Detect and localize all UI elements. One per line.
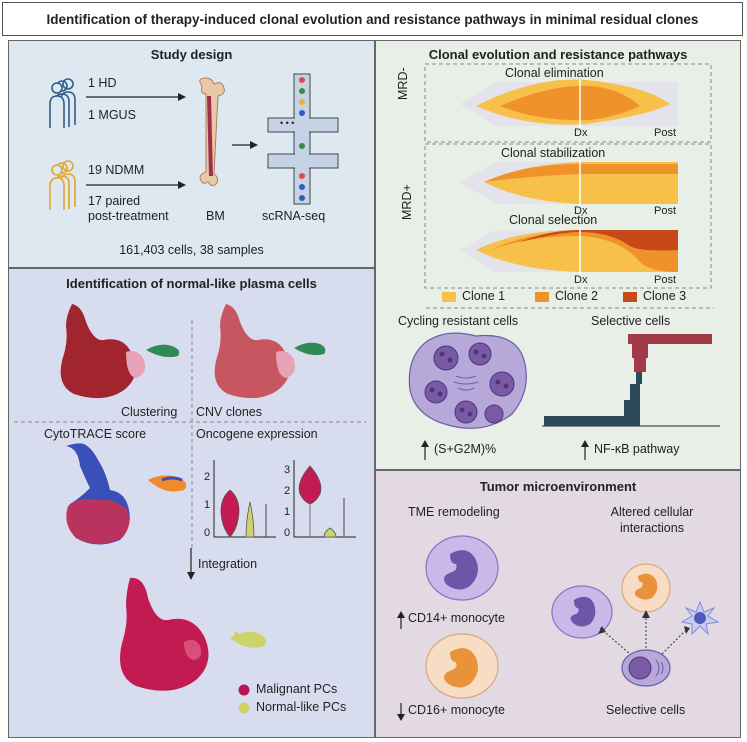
- cd16-label: CD16+ monocyte: [408, 703, 505, 717]
- dx-label-1: Dx: [574, 127, 588, 139]
- legend-clone3-swatch: [623, 292, 637, 302]
- bm-label: BM: [206, 209, 225, 223]
- cd14-up-arrow: [397, 611, 405, 629]
- scrna-label: scRNA-seq: [262, 209, 326, 223]
- selective-title: Selective cells: [591, 314, 671, 328]
- fish-plot-elimination: [460, 79, 678, 128]
- violin2-tick-3: 3: [284, 464, 291, 476]
- arrow-patients-to-bm: [86, 181, 186, 189]
- clustering-label: Clustering: [121, 405, 178, 419]
- clustering-umap: [60, 304, 180, 399]
- mrd-negative-label: MRD-: [396, 67, 410, 100]
- nfkb-waterfall: [542, 334, 720, 427]
- arrow-healthy-to-bm: [86, 93, 186, 101]
- cnv-label: CNV clones: [196, 405, 262, 419]
- oncogene-label: Oncogene expression: [196, 427, 318, 441]
- patient-people-icon: [49, 160, 76, 210]
- violin1-tick-1: 1: [204, 499, 211, 511]
- legend-normal-label: Normal-like PCs: [256, 700, 347, 714]
- microfluidics-icon: • • •: [267, 73, 339, 205]
- selection-label: Clonal selection: [509, 213, 598, 227]
- group-ndmm-label: 19 NDMM: [88, 163, 145, 177]
- cnv-umap: [214, 304, 326, 399]
- post-label-1: Post: [654, 127, 677, 139]
- cytotrace-umap: [66, 443, 187, 545]
- clonal-evolution-title: Clonal evolution and resistance pathways: [428, 47, 688, 62]
- dx-label-3: Dx: [574, 274, 588, 286]
- post-label-2: Post: [654, 205, 677, 217]
- legend-clone1-label: Clone 1: [462, 289, 506, 303]
- legend-clone2-label: Clone 2: [555, 289, 599, 303]
- normal-like-title: Identification of normal-like plasma cel…: [66, 276, 317, 291]
- post-label-3: Post: [654, 274, 677, 286]
- fish-plot-selection: [460, 228, 678, 274]
- group-paired-label: 17 paired: [88, 194, 141, 208]
- legend-malignant-label: Malignant PCs: [256, 682, 338, 696]
- mrd-positive-label: MRD+: [400, 184, 414, 220]
- elimination-label: Clonal elimination: [505, 66, 604, 80]
- arrow-bm-to-scrna: [232, 141, 258, 149]
- integration-arrow: [187, 548, 195, 580]
- figure-title: Identification of therapy-induced clonal…: [2, 2, 743, 36]
- cycling-title: Cycling resistant cells: [398, 314, 519, 328]
- study-design-title: Study design: [150, 47, 233, 62]
- altered-line2: interactions: [620, 521, 684, 535]
- nfkb-metric: NF-κB pathway: [594, 442, 680, 456]
- cell-interaction-diagram: [551, 563, 720, 687]
- bone-marrow-icon: [199, 77, 225, 187]
- legend-clone1-swatch: [442, 292, 456, 302]
- cd14-label: CD14+ monocyte: [408, 611, 505, 625]
- tme-remodeling-label: TME remodeling: [408, 505, 500, 519]
- mrd-boxes: [424, 63, 712, 289]
- healthy-people-icon: [49, 78, 76, 128]
- cd16-monocyte-icon: [425, 633, 499, 699]
- legend-malignant-dot: [238, 684, 250, 696]
- violin1-tick-0: 0: [204, 527, 211, 539]
- group-hd-label: 1 HD: [88, 76, 117, 90]
- integration-label: Integration: [198, 557, 258, 571]
- integrated-umap: [120, 577, 267, 691]
- clonal-divider: [426, 307, 714, 309]
- altered-line1: Altered cellular: [610, 505, 694, 519]
- selective-cells-label: Selective cells: [606, 703, 686, 717]
- violin2-tick-1: 1: [284, 506, 291, 518]
- cycling-metric: (S+G2M)%: [434, 442, 497, 456]
- legend-normal-dot: [238, 702, 250, 714]
- group-mgus-label: 1 MGUS: [88, 108, 136, 122]
- svg-text:• • •: • • •: [280, 118, 294, 128]
- study-summary: 161,403 cells, 38 samples: [119, 243, 264, 257]
- violin2-tick-0: 0: [284, 527, 291, 539]
- violin-plot-1: [213, 460, 276, 538]
- cd14-monocyte-icon: [425, 535, 499, 601]
- cycling-up-arrow: [421, 440, 429, 460]
- legend-clone3-label: Clone 3: [643, 289, 687, 303]
- tme-title: Tumor microenvironment: [479, 479, 637, 494]
- cd16-down-arrow: [397, 703, 405, 721]
- violin-plot-2: [293, 460, 356, 538]
- fish-plot-stabilization: [460, 160, 678, 206]
- violin2-tick-2: 2: [284, 485, 291, 497]
- legend-clone2-swatch: [535, 292, 549, 302]
- dx-label-2: Dx: [574, 205, 588, 217]
- violin1-tick-2: 2: [204, 471, 211, 483]
- cytotrace-label: CytoTRACE score: [44, 427, 147, 441]
- cycling-cells-icon: [408, 332, 527, 429]
- quad-dividers: [14, 320, 366, 550]
- group-posttreatment-label: post-treatment: [88, 209, 169, 223]
- nfkb-up-arrow: [581, 440, 589, 460]
- stabilization-label: Clonal stabilization: [501, 146, 606, 160]
